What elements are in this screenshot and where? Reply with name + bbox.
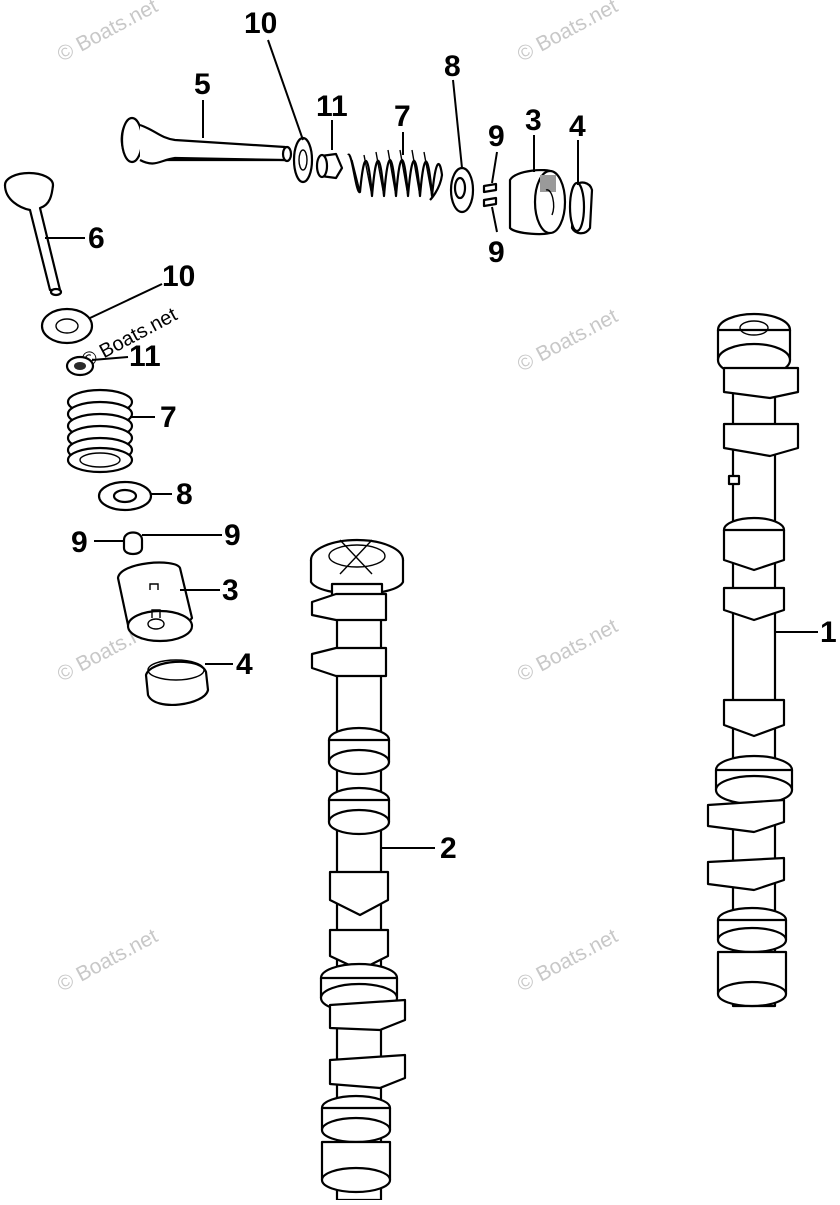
callout-9: 9: [488, 236, 505, 269]
part-camshaft-1: [706, 312, 800, 1008]
part-spring-left: [66, 388, 134, 474]
part-valve-top: [120, 116, 293, 165]
part-shim-top: [568, 181, 594, 235]
callout-labels: 10 5 11 7 8 9 3 4 9 6 10 11 7 8 9 9 3 4 …: [71, 7, 837, 865]
callout-7: 7: [394, 100, 411, 133]
part-seal-top: [292, 136, 314, 184]
watermark: © Boats.net: [514, 304, 622, 376]
callout-3: 3: [222, 574, 239, 607]
part-stem-seal-top: [315, 152, 344, 180]
callout-8: 8: [176, 478, 193, 511]
callout-5: 5: [194, 68, 211, 101]
watermark: © Boats.net: [54, 924, 162, 996]
callout-8: 8: [444, 50, 461, 83]
part-seal-left: [40, 307, 94, 345]
watermark: © Boats.net: [514, 924, 622, 996]
callout-10: 10: [162, 260, 195, 293]
part-stem-seal-left: [65, 355, 95, 377]
leader-lines: [45, 39, 818, 849]
watermark: © Boats.net: [514, 0, 622, 66]
callout-3: 3: [525, 104, 542, 137]
callout-4: 4: [569, 110, 586, 143]
part-tappet-left: [116, 561, 194, 643]
part-shim-left: [144, 659, 210, 707]
callout-11: 11: [316, 90, 348, 123]
part-cotter-top: [482, 182, 498, 208]
watermark: © Boats.net: [514, 614, 622, 686]
part-camshaft-2: [309, 538, 407, 1202]
callout-10: 10: [244, 7, 277, 40]
part-valve-left: [3, 171, 63, 297]
part-spring-top: [346, 149, 444, 201]
part-cotter-left: [122, 531, 144, 556]
callout-2: 2: [440, 832, 457, 865]
callout-9: 9: [71, 526, 88, 559]
callout-1: 1: [820, 616, 837, 649]
watermark: © Boats.net: [54, 0, 162, 66]
callout-7: 7: [160, 401, 177, 434]
callout-6: 6: [88, 222, 105, 255]
part-tappet-top: [508, 169, 567, 236]
callout-9: 9: [224, 519, 241, 552]
part-retainer-left: [97, 480, 153, 512]
part-retainer-top: [449, 166, 475, 214]
callout-11: 11: [129, 340, 161, 373]
callout-4: 4: [236, 648, 253, 681]
callout-9: 9: [488, 120, 505, 153]
